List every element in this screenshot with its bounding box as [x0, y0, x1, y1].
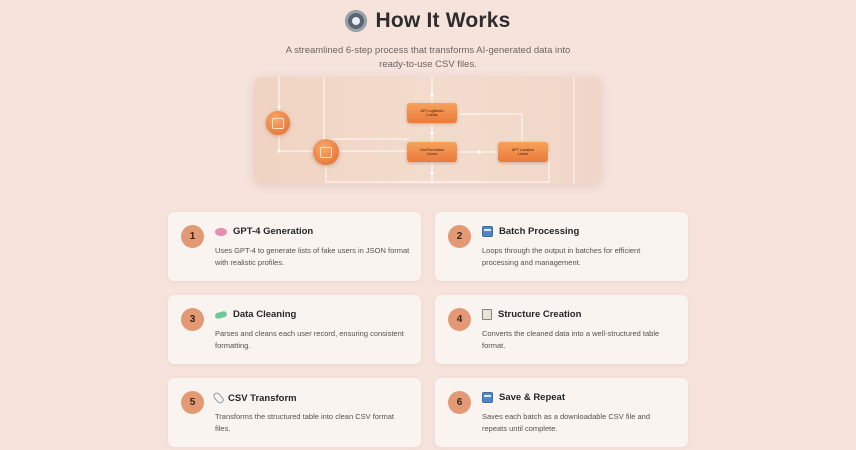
- ledger-icon: [482, 309, 492, 320]
- step-card-5: 5 CSV Transform Transforms the structure…: [168, 378, 421, 447]
- node-sublabel: Loblas: [426, 113, 438, 117]
- step-header: Save & Repeat: [482, 392, 565, 403]
- step-number: 5: [181, 391, 204, 414]
- diagram-node-3: APT Localion Lob4o: [498, 142, 548, 162]
- diagram-node-1: API LogBatch Loblas: [407, 103, 457, 123]
- workflow-diagram: API LogBatch Loblas DocFormation Comto A…: [254, 77, 601, 184]
- step-number: 4: [448, 308, 471, 331]
- node-label: APT Localion: [511, 147, 535, 152]
- node-sublabel: Lob4o: [517, 152, 529, 156]
- step-title: CSV Transform: [228, 392, 297, 404]
- header: How It Works A streamlined 6-step proces…: [0, 6, 856, 72]
- step-description: Loops through the output in batches for …: [482, 246, 641, 267]
- file-box-icon: [482, 392, 493, 403]
- step-card-4: 4 Structure Creation Converts the cleane…: [435, 295, 688, 364]
- page-title: How It Works: [375, 9, 511, 32]
- brain-icon: [215, 227, 227, 236]
- step-card-2: 2 Batch Processing Loops through the out…: [435, 212, 688, 281]
- step-number: 1: [181, 225, 204, 248]
- step-description: Transforms the structured table into cle…: [215, 412, 394, 433]
- step-number: 2: [448, 225, 471, 248]
- step-header: Structure Creation: [482, 309, 581, 320]
- step-title: Batch Processing: [499, 226, 580, 237]
- database-icon: [266, 111, 290, 135]
- step-card-3: 3 Data Cleaning Parses and cleans each u…: [168, 295, 421, 364]
- step-number: 3: [181, 308, 204, 331]
- node-label: DocFormation: [420, 147, 444, 152]
- page-subtitle: A streamlined 6-step process that transf…: [285, 45, 571, 70]
- step-description: Saves each batch as a downloadable CSV f…: [482, 412, 651, 433]
- step-header: GPT-4 Generation: [215, 226, 313, 237]
- step-description: Parses and cleans each user record, ensu…: [215, 329, 404, 350]
- step-header: Batch Processing: [482, 226, 579, 237]
- step-title: GPT-4 Generation: [233, 226, 314, 237]
- step-header: Data Cleaning: [214, 309, 297, 320]
- step-card-6: 6 Save & Repeat Saves each batch as a do…: [435, 378, 688, 447]
- folder-icon: [313, 139, 339, 165]
- step-number: 6: [448, 391, 471, 414]
- step-title: Save & Repeat: [499, 392, 566, 403]
- diagram-connectors: [277, 77, 575, 184]
- node-sublabel: Comto: [426, 152, 438, 156]
- step-header: CSV Transform: [211, 391, 297, 405]
- file-box-icon: [482, 226, 493, 237]
- gear-icon: [345, 10, 368, 32]
- step-title: Structure Creation: [498, 309, 582, 320]
- step-description: Uses GPT-4 to generate lists of fake use…: [215, 246, 410, 267]
- soap-icon: [214, 310, 228, 319]
- title-row: How It Works: [0, 6, 856, 36]
- diagram-node-2: DocFormation Comto: [407, 142, 457, 162]
- step-card-1: 1 GPT-4 Generation Uses GPT-4 to generat…: [168, 212, 421, 281]
- step-description: Converts the cleaned data into a well-st…: [482, 329, 660, 350]
- node-label: API LogBatch: [420, 108, 444, 113]
- step-title: Data Cleaning: [233, 309, 297, 320]
- paperclip-icon: [211, 391, 226, 405]
